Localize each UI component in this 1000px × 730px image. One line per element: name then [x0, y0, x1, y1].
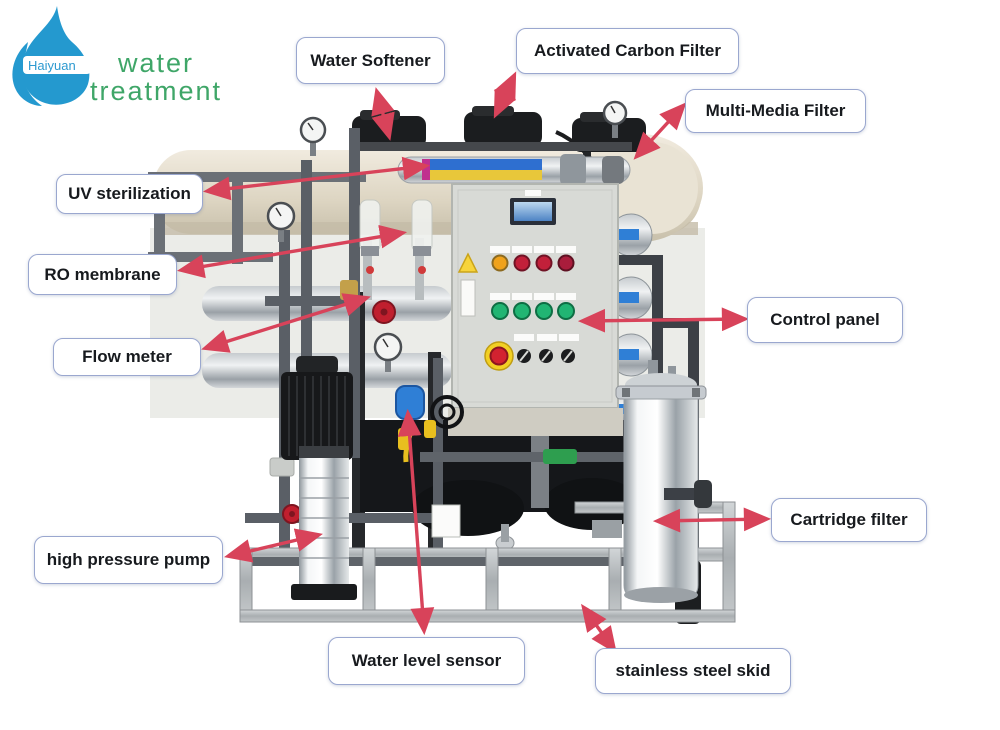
- water-drop-icon: [12, 6, 91, 106]
- pressure-gauge: [373, 332, 403, 372]
- arrow-stainless-steel-skid: [581, 603, 617, 655]
- pressure-gauge: [299, 116, 327, 156]
- arrow-water-softener: [371, 87, 395, 141]
- indicator-lights: [490, 246, 576, 272]
- gray-tag: [592, 520, 622, 538]
- label-multi-media-filter: Multi-Media Filter: [685, 89, 866, 133]
- arrow-cartridge-filter: [652, 507, 772, 533]
- arrow-water-level-sensor: [397, 408, 435, 636]
- emergency-stop: [484, 341, 514, 371]
- label-cartridge-filter: Cartridge filter: [771, 498, 927, 542]
- skid-pipe: [252, 557, 652, 566]
- red-valve: [282, 504, 302, 524]
- panel-lower-housing: [448, 408, 623, 436]
- green-buttons: [490, 293, 576, 320]
- carbon-valve-head: [464, 112, 542, 146]
- pressure-gauge: [602, 100, 628, 138]
- label-flow-meter: Flow meter: [53, 338, 201, 376]
- label-high-pressure-pump: high pressure pump: [34, 536, 223, 584]
- cartridge-filter-graphic: [615, 360, 712, 603]
- arrow-ro-membrane: [176, 224, 408, 279]
- label-activated-carbon-filter: Activated Carbon Filter: [516, 28, 739, 74]
- arrow-activated-carbon-filter: [493, 71, 517, 119]
- arrow-high-pressure-pump: [224, 528, 323, 563]
- annotation-arrows: [176, 71, 772, 655]
- label-water-softener: Water Softener: [296, 37, 445, 84]
- arrow-uv-sterilization: [202, 156, 431, 201]
- arrow-flow-meter: [201, 293, 371, 353]
- label-stainless-steel-skid: stainless steel skid: [595, 648, 791, 694]
- selector-switches: [514, 334, 579, 363]
- brass-valve: [340, 280, 358, 300]
- pipework-bottom: [420, 449, 652, 551]
- arrow-control-panel: [577, 307, 750, 333]
- uv-sterilizer: [397, 154, 631, 185]
- spec-tag: [431, 504, 461, 538]
- label-ro-membrane: RO membrane: [28, 254, 177, 295]
- logo-tagline-line2: treatment: [90, 76, 222, 106]
- logo-company-text: Haiyuan: [28, 58, 76, 73]
- top-manifold-pipe: [350, 142, 632, 151]
- label-uv-sterilization: UV sterilization: [56, 174, 203, 214]
- red-valve: [372, 300, 396, 324]
- arrow-multi-media-filter: [633, 102, 687, 160]
- logo-tagline-line1: water: [117, 48, 194, 78]
- control-panel-graphic: [448, 183, 623, 436]
- warning-sticker: [457, 252, 479, 317]
- label-control-panel: Control panel: [747, 297, 903, 343]
- brand-logo: Haiyuan water treatment: [12, 6, 222, 106]
- label-water-level-sensor: Water level sensor: [328, 637, 525, 685]
- junction-box: [269, 457, 295, 477]
- pump-graphic: [281, 356, 357, 600]
